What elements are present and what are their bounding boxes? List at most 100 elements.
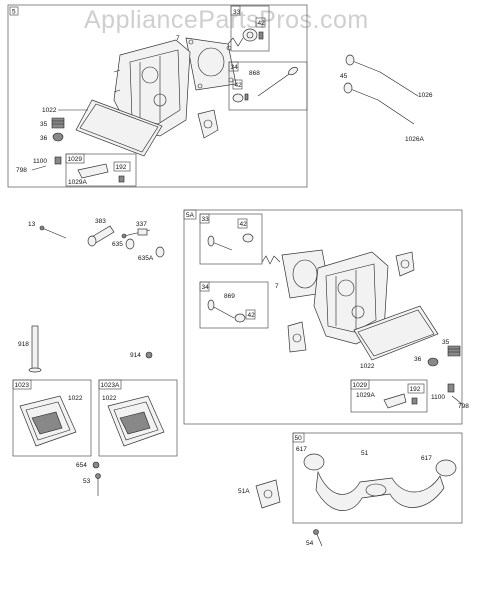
group-box-33 xyxy=(230,5,270,52)
callout-1100-lower: 1100 xyxy=(431,394,445,401)
valve-part-lower-a xyxy=(207,233,254,251)
callout-383: 383 xyxy=(95,218,106,225)
group-tag-box-5a xyxy=(183,209,197,220)
intake-gasket-hole xyxy=(203,119,213,129)
group-tag-box-1023 xyxy=(12,379,32,390)
screw-head xyxy=(39,225,45,231)
screw-part xyxy=(41,227,67,239)
manifold-bolt-part xyxy=(313,529,323,547)
callout-914: 914 xyxy=(130,352,141,359)
group-tag-box-50 xyxy=(292,432,305,443)
subpart-tag-box xyxy=(232,79,243,90)
group-label-33: 33 xyxy=(233,9,241,16)
subpart-tag-box xyxy=(237,218,248,229)
callout-1022-lower: 1022 xyxy=(360,363,375,370)
breather-clip-part xyxy=(54,156,62,165)
callout-337: 337 xyxy=(136,221,147,228)
callout-1022-box-b: 1022 xyxy=(102,395,117,402)
valve-part-lower-b xyxy=(207,299,246,323)
head-gasket-part xyxy=(185,37,237,91)
valve-spring-part xyxy=(51,117,65,129)
valve-spring-part-lower xyxy=(447,345,461,357)
callout-1022: 1022 xyxy=(42,107,57,114)
group-label-1029-lower: 1029 xyxy=(353,382,368,389)
group-box-1029 xyxy=(65,153,137,187)
valve-cover-part-b xyxy=(107,395,165,447)
exhaust-manifold-part xyxy=(315,470,445,511)
group-tag-box-1023a xyxy=(98,379,122,390)
group-box-33-lower xyxy=(199,213,263,265)
exhaust-valve-part xyxy=(343,82,415,125)
group-tag-box-5 xyxy=(9,6,19,16)
subpart-tag-box xyxy=(255,17,266,28)
callout-36: 36 xyxy=(40,135,48,142)
nut-part xyxy=(145,351,153,359)
callout-54: 54 xyxy=(306,540,314,547)
group-label-50: 50 xyxy=(295,435,303,442)
group-label-34-lower: 34 xyxy=(202,284,210,291)
callout-51a: 51A xyxy=(238,488,250,495)
callout-869: 869 xyxy=(224,293,235,300)
plug-boot-part xyxy=(155,246,165,258)
grommet-part xyxy=(92,461,100,469)
callout-42b: 42 xyxy=(235,82,243,89)
callout-868: 868 xyxy=(249,70,260,77)
callout-918: 918 xyxy=(18,341,29,348)
valve-retainer-part-2 xyxy=(232,93,249,103)
callout-798: 798 xyxy=(16,167,27,174)
callout-1026: 1026 xyxy=(418,92,433,99)
leader-line xyxy=(227,37,244,47)
callout-654: 654 xyxy=(76,462,87,469)
rocker-arm-part-lower xyxy=(383,393,407,409)
watermark-text: AppliancePartsPros.com xyxy=(84,6,369,34)
group-tag-box-33 xyxy=(230,5,241,16)
bolt-part-lower xyxy=(451,395,463,405)
group-label-1029: 1029 xyxy=(68,156,83,163)
intake-gasket-part-lower xyxy=(395,251,415,277)
group-box-1023 xyxy=(12,379,92,457)
callout-7: 7 xyxy=(176,35,180,42)
breather-clip-part-lower xyxy=(447,383,455,393)
callout-1026a: 1026A xyxy=(405,136,424,143)
callout-42: 42 xyxy=(258,20,266,27)
subpart-tag-box xyxy=(245,309,256,320)
callout-617-right: 617 xyxy=(421,455,432,462)
intake-gasket-part xyxy=(197,109,219,139)
manifold-gasket-left xyxy=(303,453,325,471)
rocker-arm-part xyxy=(77,163,109,179)
valve-retainer-part xyxy=(242,28,258,42)
callout-53: 53 xyxy=(83,478,91,485)
rocker-gasket-part-lower xyxy=(353,305,439,361)
group-tag-box-1029 xyxy=(65,153,85,164)
cylinder-head-part xyxy=(113,39,191,137)
valve-seal-part xyxy=(52,132,64,142)
exhaust-gasket-hole xyxy=(292,333,302,343)
callout-798-lower: 798 xyxy=(458,403,469,410)
callout-192: 192 xyxy=(116,164,127,171)
plug-cap-part xyxy=(125,238,135,250)
subpart-tag-box xyxy=(407,383,425,394)
rocker-gasket-inner xyxy=(79,103,159,153)
dipstick-tube-part xyxy=(28,325,42,373)
manifold-gasket-right xyxy=(435,459,457,477)
callout-1100: 1100 xyxy=(33,158,47,165)
group-tag-box-1029-lower xyxy=(350,379,370,390)
group-box-1023a xyxy=(98,379,178,457)
cover-bolt-part xyxy=(95,473,101,496)
group-label-34: 34 xyxy=(231,64,239,71)
rocker-nut-part-lower xyxy=(411,397,418,405)
callout-35: 35 xyxy=(40,121,48,128)
intake-gasket-hole-lower xyxy=(400,259,410,269)
group-tag-box-34-lower xyxy=(199,281,210,292)
leader-line xyxy=(261,255,281,265)
callout-51: 51 xyxy=(361,450,369,457)
manifold-gasket-part xyxy=(255,479,281,509)
callout-1029a: 1029A xyxy=(68,179,87,186)
group-box-5a xyxy=(183,209,463,425)
callout-7-lower: 7 xyxy=(275,283,279,290)
valve-keeper-part xyxy=(258,31,264,40)
callout-36-lower: 36 xyxy=(414,356,422,363)
group-box-34 xyxy=(228,61,308,111)
callout-1022-box-a: 1022 xyxy=(68,395,83,402)
